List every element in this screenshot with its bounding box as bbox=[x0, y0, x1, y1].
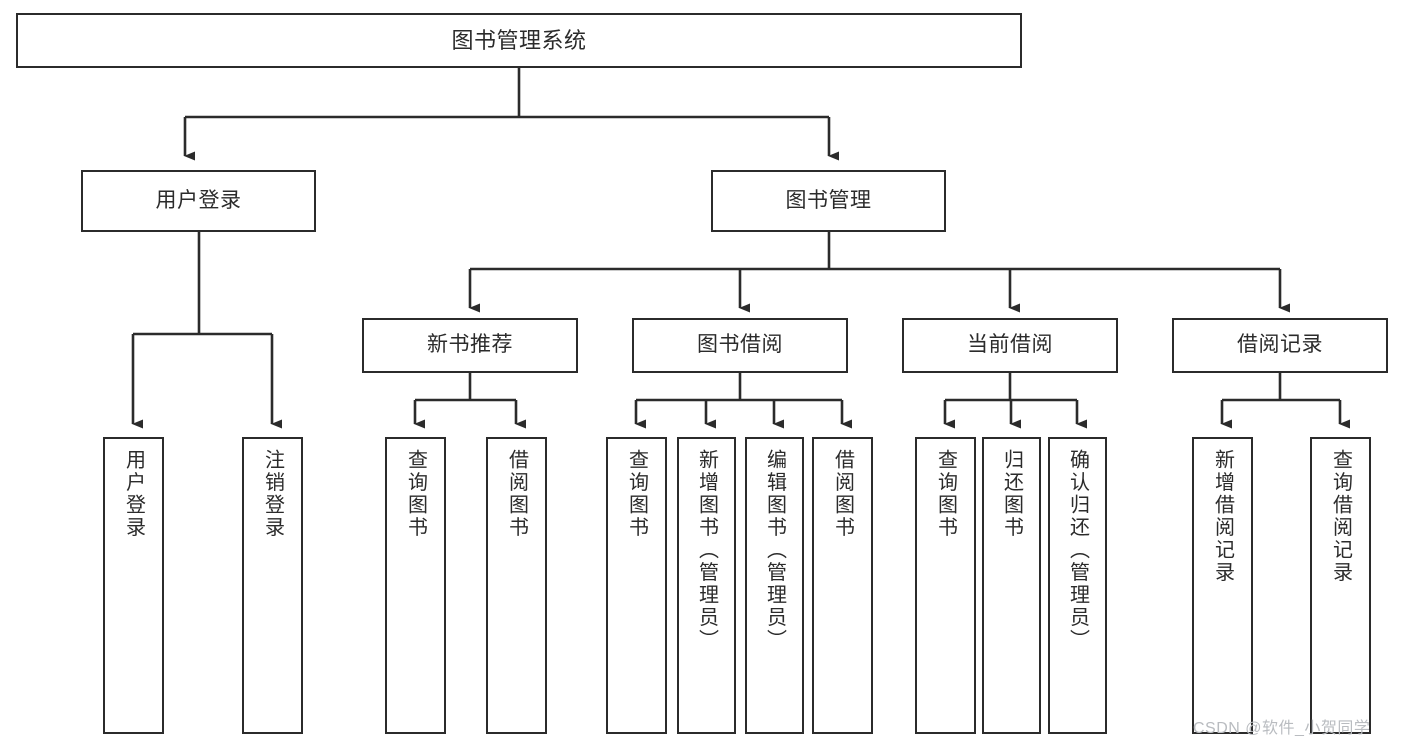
node-label: 查询图书 bbox=[934, 449, 957, 539]
node-leaf-user-login[interactable]: 用户登录 bbox=[103, 437, 164, 734]
node-new-book-recommend[interactable]: 新书推荐 bbox=[362, 318, 578, 373]
node-label: 归还图书 bbox=[1000, 449, 1023, 539]
node-leaf-borrow-book-2[interactable]: 借阅图书 bbox=[812, 437, 873, 734]
node-label: 新增借阅记录 bbox=[1211, 449, 1234, 584]
node-leaf-confirm-return[interactable]: 确认归还（管理员） bbox=[1048, 437, 1107, 734]
node-leaf-edit-book[interactable]: 编辑图书（管理员） bbox=[745, 437, 804, 734]
node-leaf-query-book-1[interactable]: 查询图书 bbox=[385, 437, 446, 734]
node-current-borrow[interactable]: 当前借阅 bbox=[902, 318, 1118, 373]
node-label: 查询借阅记录 bbox=[1329, 449, 1352, 584]
node-label: 新增图书（管理员） bbox=[695, 449, 718, 652]
node-label: 确认归还（管理员） bbox=[1066, 449, 1089, 652]
node-borrow-record[interactable]: 借阅记录 bbox=[1172, 318, 1388, 373]
node-label: 图书管理系统 bbox=[451, 27, 587, 53]
node-leaf-logout-login[interactable]: 注销登录 bbox=[242, 437, 303, 734]
node-book-management[interactable]: 图书管理 bbox=[711, 170, 946, 232]
node-label: 用户登录 bbox=[122, 449, 145, 539]
node-book-borrow[interactable]: 图书借阅 bbox=[632, 318, 848, 373]
node-label: 查询图书 bbox=[404, 449, 427, 539]
node-label: 用户登录 bbox=[155, 188, 242, 212]
node-label: 借阅图书 bbox=[505, 449, 528, 539]
node-leaf-query-record[interactable]: 查询借阅记录 bbox=[1310, 437, 1371, 734]
node-label: 图书管理 bbox=[785, 188, 872, 212]
node-label: 图书借阅 bbox=[697, 333, 783, 357]
node-leaf-add-book[interactable]: 新增图书（管理员） bbox=[677, 437, 736, 734]
node-leaf-return-book[interactable]: 归还图书 bbox=[982, 437, 1041, 734]
node-leaf-query-book-2[interactable]: 查询图书 bbox=[606, 437, 667, 734]
node-user-login[interactable]: 用户登录 bbox=[81, 170, 316, 232]
node-leaf-add-record[interactable]: 新增借阅记录 bbox=[1192, 437, 1253, 734]
node-leaf-query-book-3[interactable]: 查询图书 bbox=[915, 437, 976, 734]
node-label: 当前借阅 bbox=[967, 333, 1053, 357]
node-label: 编辑图书（管理员） bbox=[763, 449, 786, 652]
node-label: 借阅图书 bbox=[831, 449, 854, 539]
node-leaf-borrow-book-1[interactable]: 借阅图书 bbox=[486, 437, 547, 734]
node-root-system[interactable]: 图书管理系统 bbox=[16, 13, 1022, 68]
node-label: 新书推荐 bbox=[427, 333, 513, 357]
node-label: 查询图书 bbox=[625, 449, 648, 539]
csdn-watermark: CSDN @软件_小贺同学 bbox=[1193, 720, 1371, 737]
node-label: 借阅记录 bbox=[1237, 333, 1323, 357]
node-label: 注销登录 bbox=[261, 449, 284, 539]
